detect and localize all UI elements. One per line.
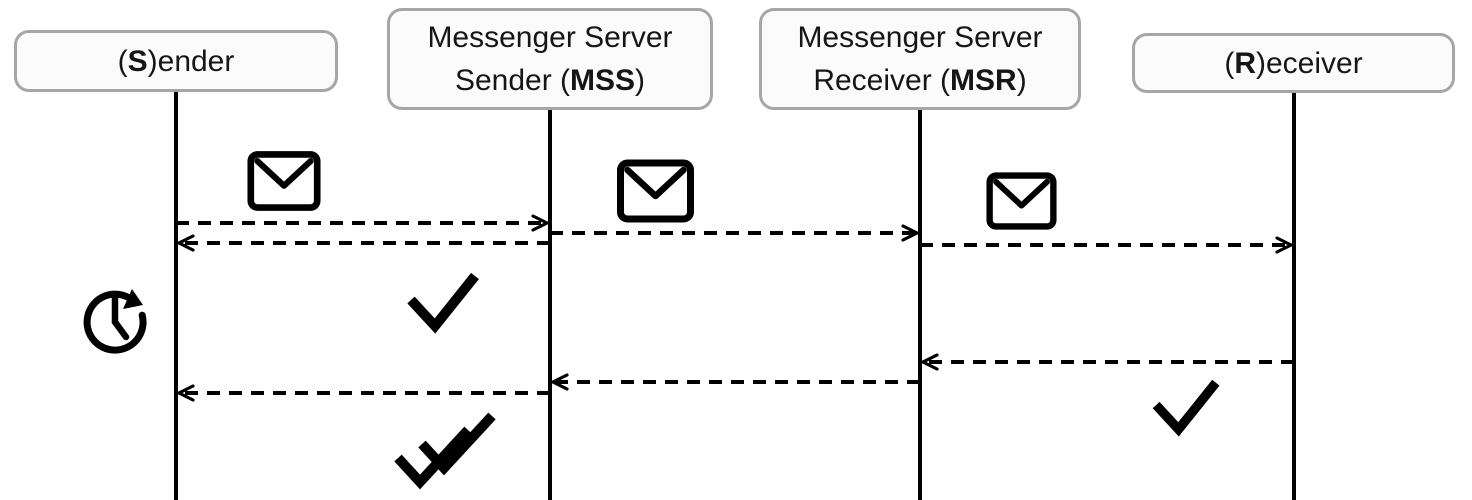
- actor-label-text: R: [1234, 46, 1256, 80]
- actor-label-line: (S)ender: [118, 40, 235, 83]
- actor-box-sender: (S)ender: [14, 30, 338, 92]
- actor-label-text: S: [127, 44, 148, 78]
- actor-label-line: Receiver (MSR): [813, 59, 1026, 102]
- envelope-icon: [986, 172, 1057, 230]
- actor-label-text: Messenger Server: [797, 21, 1043, 54]
- pending-clock-icon: [83, 289, 147, 354]
- actor-box-receiver: (R)eceiver: [1132, 33, 1455, 93]
- actor-label-text: )eceiver: [1255, 46, 1363, 80]
- actor-label-line: Sender (MSS): [455, 59, 645, 102]
- actor-label-text: Messenger Server: [427, 21, 673, 54]
- actor-label-text: ): [635, 64, 646, 97]
- actor-label-text: Sender (: [454, 64, 571, 97]
- actor-label-line: (R)eceiver: [1224, 42, 1362, 85]
- actor-label-line: Messenger Server: [427, 16, 672, 59]
- double-check-icon: [394, 412, 496, 490]
- actor-label-text: Receiver (: [813, 64, 951, 97]
- envelope-icon: [617, 159, 694, 223]
- actor-label-text: (: [117, 44, 128, 78]
- actor-label-text: (: [1224, 46, 1235, 80]
- actor-label-text: )ender: [147, 44, 235, 78]
- actor-label-line: Messenger Server: [797, 16, 1042, 59]
- actor-label-text: ): [1016, 64, 1027, 97]
- envelope-icon: [247, 151, 321, 211]
- single-check-icon: [1152, 379, 1220, 437]
- actor-label-text: MSS: [570, 64, 636, 97]
- single-check-icon: [407, 272, 479, 334]
- actor-label-text: MSR: [950, 64, 1017, 97]
